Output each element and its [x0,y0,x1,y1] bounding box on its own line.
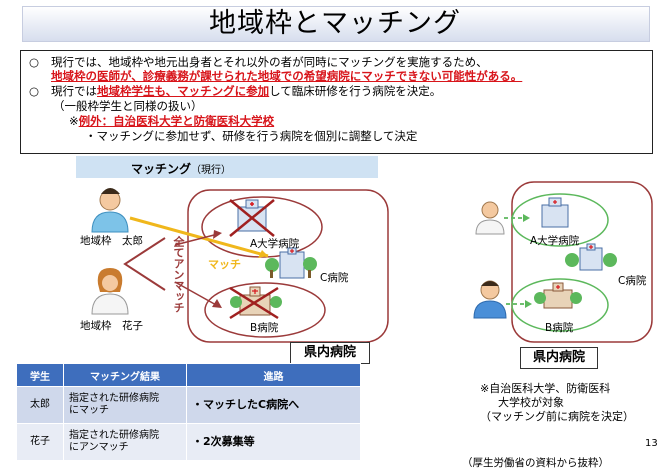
intro-box: ○現行では、地域枠や地元出身者とそれ以外の者が同時にマッチングを実施するため、 … [20,50,653,154]
right-region-outline [511,181,653,343]
right-hospital-a-outline [511,193,609,247]
cell-student: 花子 [16,423,64,461]
right-note-3: （マッチング前に病院を決定） [480,410,634,423]
hospital-a-label: A大学病院 [250,238,300,250]
prefecture-hospitals-box-left: 県内病院 [290,342,370,364]
header-route: 進路 [186,363,361,387]
all-unmatch-vertical-label: 全てアンマッチ [172,236,185,313]
doctor-person-icon [475,201,505,235]
cell-result: 指定された研修病院にマッチ [63,386,187,424]
hospital-a-building-icon [229,199,275,237]
chevron-left-icon [123,237,166,291]
right-hospital-c-building-icon [565,243,617,271]
hanako-person-icon [91,268,129,315]
page-title: 地域枠とマッチング [209,8,461,39]
intro-line-4: （一般枠学生と同様の扱い） [53,99,203,113]
matching-label-bar [76,156,378,178]
right-hospital-b-building-icon [534,282,582,309]
intro-line-1: ○現行では、地域枠や地元出身者とそれ以外の者が同時にマッチングを実施するため、 [29,55,488,69]
table-row: 花子 指定された研修病院にアンマッチ ・2次募集等 [16,423,361,461]
match-label-orange: マッチ [208,258,241,271]
right-hospital-c-label: C病院 [618,275,647,287]
circle-bullet-icon: ○ [29,84,40,98]
right-hospital-a-building-icon [541,197,569,228]
hospital-b-building-icon [229,286,282,320]
intro-line-6: ・マッチングに参加せず、研修を行う病院を個別に調整して決定 [85,129,418,143]
header-student: 学生 [16,363,64,387]
intro-line-5: ※例外：自治医科大学と防衛医科大学校 [69,114,275,128]
hospital-c-building-icon [265,247,317,279]
hospital-c-label: C病院 [320,272,349,284]
page-number: 13 [645,438,658,449]
intro-line-2: 地域枠の医師が、診療義務が課せられた地域での希望病院にマッチできない可能性がある… [51,69,523,83]
hanako-label: 地域枠 花子 [80,320,143,332]
unmatch-arrow-a [174,233,219,246]
match-arrow [129,216,269,258]
right-hospital-b-outline [511,278,609,332]
right-hospital-a-label: A大学病院 [530,235,580,247]
hospital-b-outline [204,282,326,338]
left-diagram [91,188,389,343]
taro-person-icon [91,188,129,233]
unmatch-arrow-b [174,281,219,307]
right-note-1: ※自治医科大学、防衛医科 [480,382,611,395]
cell-result: 指定された研修病院にアンマッチ [63,423,187,461]
title-bar [22,6,650,42]
matching-result-table: 学生 マッチング結果 進路 太郎 指定された研修病院にマッチ ・マッチしたC病院… [16,363,361,461]
cell-route: ・マッチしたC病院へ [186,386,361,424]
prefecture-region-outline [187,189,389,343]
student-person-icon [473,280,507,319]
table-row: 太郎 指定された研修病院にマッチ ・マッチしたC病院へ [16,386,361,424]
table-header-row: 学生 マッチング結果 進路 [16,363,361,387]
hospital-b-label: B病院 [250,322,279,334]
intro-line-3: ○現行では地域枠学生も、マッチングに参加して臨床研修を行う病院を決定。 [29,84,442,98]
taro-label: 地域枠 太郎 [80,235,143,247]
right-hospital-b-label: B病院 [545,322,574,334]
circle-bullet-icon: ○ [29,55,40,69]
right-diagram [473,181,653,343]
cell-route: ・2次募集等 [186,423,361,461]
right-note-2: 大学校が対象 [498,396,564,409]
matching-label: マッチング（現行） [130,162,231,176]
prefecture-hospitals-box-right: 県内病院 [520,347,598,369]
source-note: （厚生労働省の資料から抜粋） [462,457,609,469]
cell-student: 太郎 [16,386,64,424]
header-result: マッチング結果 [63,363,187,387]
